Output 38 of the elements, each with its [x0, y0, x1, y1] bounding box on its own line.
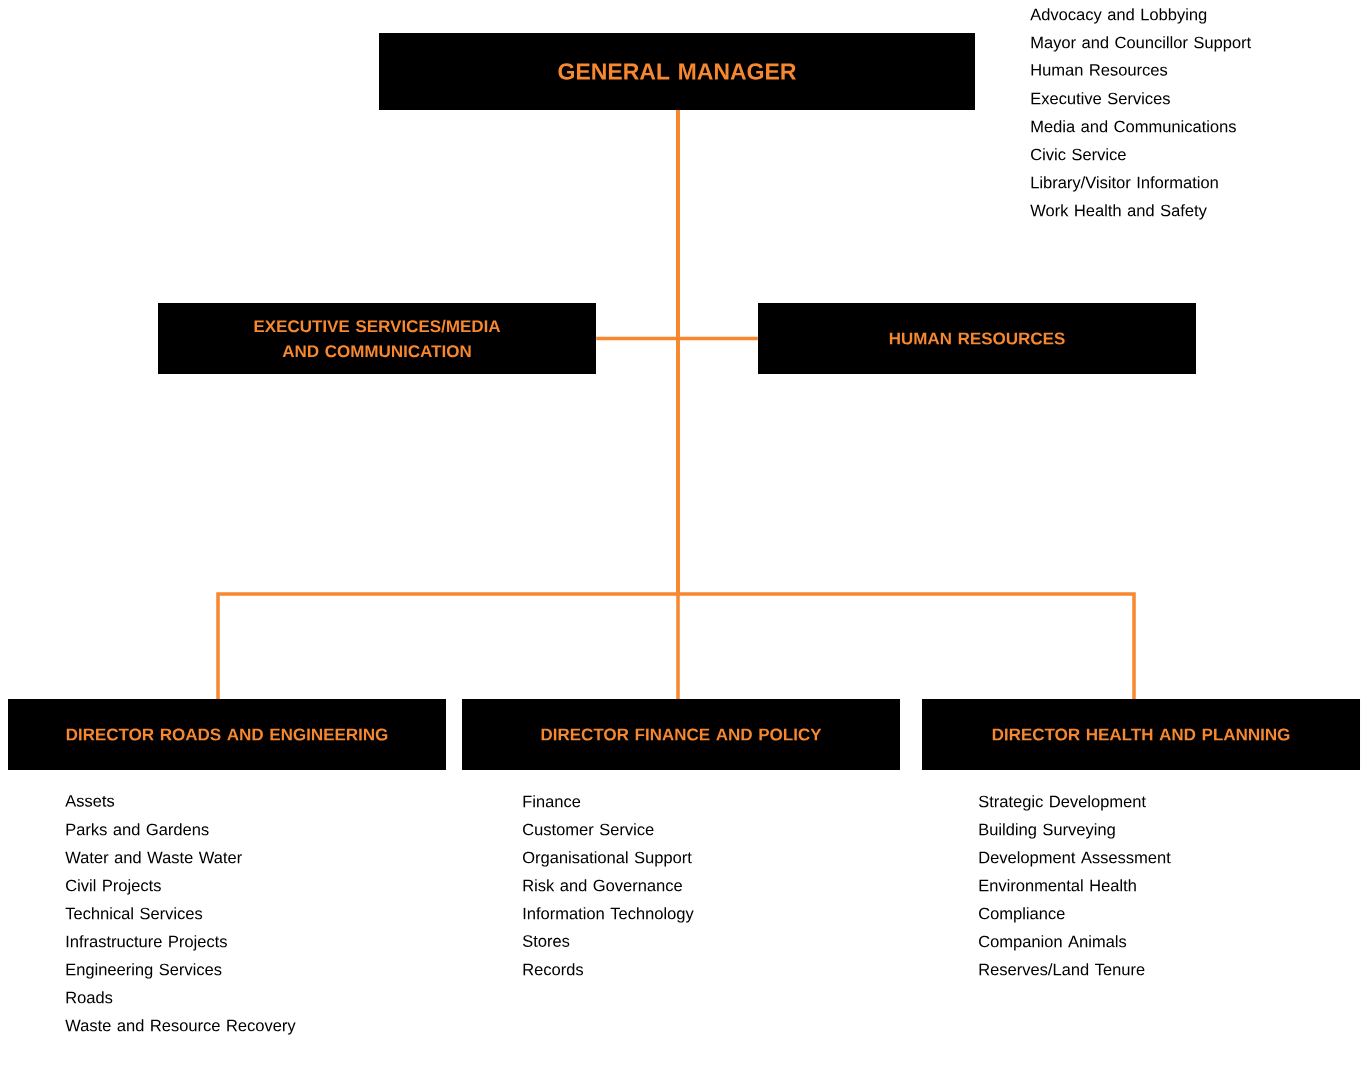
list-item: Infrastructure Projects	[66, 935, 227, 951]
list-item: Compliance	[979, 907, 1065, 923]
list-item: Strategic Development	[978, 795, 1146, 811]
list-item: Mayor and Councillor Support	[1031, 36, 1252, 52]
list-item: Information Technology	[523, 907, 694, 923]
list-item: Work Health and Safety	[1030, 204, 1207, 220]
title-box: DIRECTOR HEALTH AND PLANNING	[922, 699, 1360, 770]
list-item: Technical Services	[65, 907, 203, 920]
list-item: Executive Services	[1031, 92, 1170, 105]
list-item: Stores	[522, 935, 570, 947]
title-box: DIRECTOR ROADS AND ENGINEERING	[8, 699, 446, 770]
list-item: Media and Communications	[1031, 120, 1236, 133]
list-item: Companion Animals	[979, 935, 1127, 951]
title-box: HUMAN RESOURCES	[758, 303, 1196, 374]
list-item: Parks and Gardens	[66, 823, 209, 836]
list-item: Waste and Resource Recovery	[65, 1019, 296, 1035]
list-item: Organisational Support	[523, 851, 692, 867]
list-item: Roads	[66, 991, 113, 1004]
list-item: Building Surveying	[979, 823, 1115, 839]
list-item: Environmental Health	[979, 879, 1136, 892]
list-item: Human Resources	[1031, 64, 1168, 76]
list-item: Advocacy and Lobbying	[1030, 8, 1207, 24]
list-item: Civic Service	[1031, 148, 1126, 161]
list-item: Reserves/Land Tenure	[979, 963, 1145, 976]
list-item: Finance	[523, 795, 581, 808]
title-box: GENERAL MANAGER	[379, 33, 975, 110]
list-item: Water and Waste Water	[65, 851, 242, 864]
list-item: Library/Visitor Information	[1031, 176, 1218, 192]
title-box: DIRECTOR FINANCE AND POLICY	[462, 699, 900, 770]
title-box: EXECUTIVE SERVICES/MEDIA AND COMMUNICATION	[158, 303, 596, 374]
list-item: Development Assessment	[979, 851, 1171, 867]
connector-line	[676, 110, 1136, 699]
list-item: Engineering Services	[66, 963, 222, 979]
list-item: Customer Service	[523, 823, 654, 836]
list-item: Records	[523, 963, 584, 976]
list-item: Assets	[65, 795, 115, 807]
list-item: Risk and Governance	[523, 879, 682, 892]
list-item: Civil Projects	[66, 879, 161, 895]
